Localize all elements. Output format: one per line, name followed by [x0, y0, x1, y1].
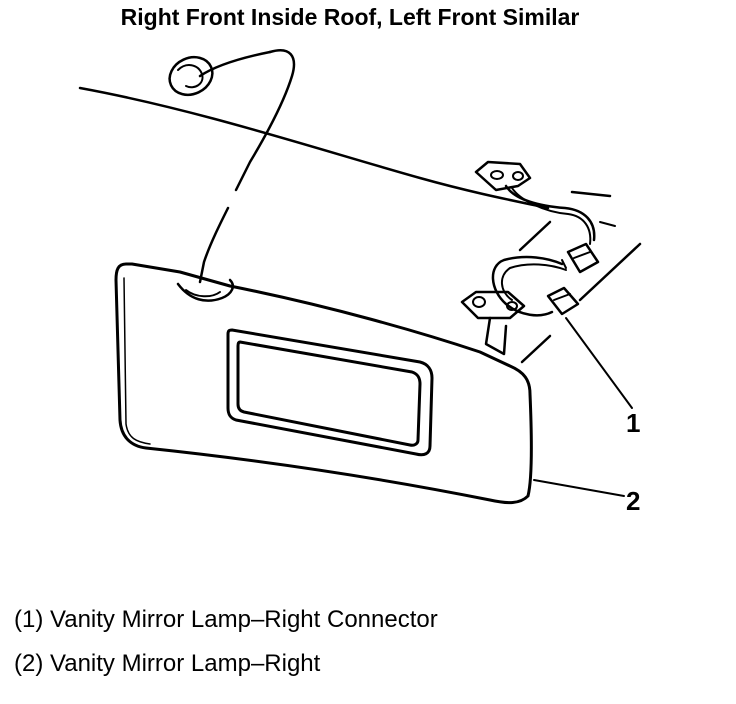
diagram-title: Right Front Inside Roof, Left Front Simi…: [120, 4, 580, 30]
mirror-glass: [236, 340, 422, 447]
pivot-rod: [484, 316, 508, 356]
sun-visor-body: [114, 262, 533, 505]
clip-wire: [234, 49, 296, 192]
callout-2: 2: [626, 486, 640, 516]
visor-clip-mount: [168, 50, 272, 97]
trim-line-1: [518, 220, 552, 252]
clip-wire-lower: [198, 206, 230, 284]
connector-lower: [546, 286, 580, 316]
upper-bracket: [474, 160, 532, 192]
leader-line-2: [533, 479, 625, 497]
legend-item-connector: (1) Vanity Mirror Lamp–Right Connector: [14, 606, 438, 633]
harness-wire: [504, 184, 596, 242]
sun-visor-diagram: 1 2: [78, 49, 642, 516]
legend-item-lamp: (2) Vanity Mirror Lamp–Right: [14, 650, 321, 677]
callout-1: 1: [626, 408, 640, 438]
roof-edge-line: [78, 86, 550, 210]
pivot-bracket: [460, 290, 526, 320]
leader-line-1: [565, 317, 633, 409]
trim-line-2: [570, 190, 612, 198]
legend: (1) Vanity Mirror Lamp–Right Connector (…: [14, 602, 438, 690]
trim-line-3: [578, 242, 642, 302]
mirror-frame: [226, 328, 434, 457]
harness-loop: [491, 255, 564, 317]
harness-wire-b: [511, 187, 592, 245]
connector-upper: [561, 242, 600, 274]
trim-line-4: [520, 334, 552, 364]
roof-edge-line-right: [599, 221, 616, 227]
